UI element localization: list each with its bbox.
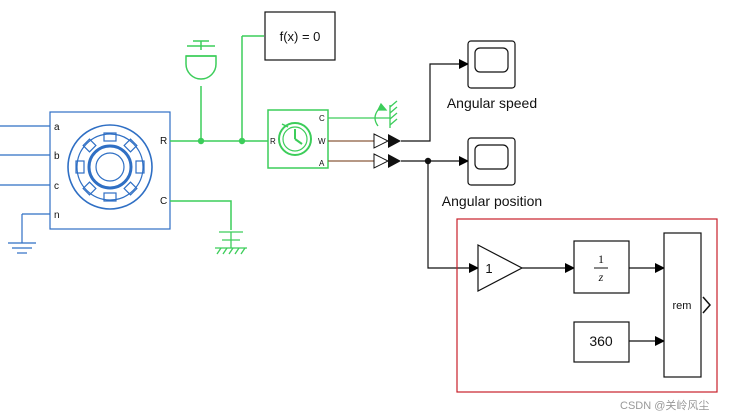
delay-denominator: z bbox=[598, 270, 604, 284]
rem-block[interactable]: rem bbox=[663, 232, 711, 378]
constant-block[interactable]: 360 bbox=[573, 321, 630, 363]
constant-value: 360 bbox=[589, 333, 613, 349]
scope-screen-icon bbox=[474, 144, 509, 170]
gain-block[interactable]: 1 bbox=[477, 244, 524, 292]
mechanical-connections bbox=[170, 35, 268, 230]
scope-label: Angular speed bbox=[447, 95, 537, 111]
sensor-port-a: A bbox=[319, 159, 325, 168]
watermark: CSDN @关岭风尘 bbox=[620, 398, 709, 412]
scope-angular-speed[interactable]: Angular speed bbox=[447, 40, 537, 111]
signal-junction-dot bbox=[424, 157, 432, 165]
junction-dot bbox=[197, 137, 205, 145]
delay-numerator: 1 bbox=[598, 252, 604, 266]
fcn-label: f(x) = 0 bbox=[280, 29, 321, 44]
motor-port-c-right: C bbox=[160, 196, 167, 207]
inertia-icon[interactable] bbox=[185, 40, 217, 80]
motor-port-r: R bbox=[160, 136, 167, 147]
highlight-box bbox=[456, 218, 718, 393]
sensor-reference-connection bbox=[328, 100, 398, 128]
ps-simulink-converter-a[interactable] bbox=[373, 153, 401, 169]
sensor-port-w: W bbox=[318, 137, 326, 146]
motor-icon bbox=[67, 124, 153, 210]
sensor-port-r: R bbox=[270, 137, 276, 146]
output-port-icon bbox=[702, 296, 711, 314]
signal-lines bbox=[401, 59, 665, 346]
rem-label: rem bbox=[673, 300, 692, 312]
motor-port-c: c bbox=[54, 181, 59, 192]
scope-angular-position[interactable]: Angular position bbox=[442, 137, 542, 209]
rotational-reference-icon bbox=[215, 231, 247, 255]
motor-port-a: a bbox=[54, 122, 60, 133]
ps-simulink-converter-w[interactable] bbox=[373, 133, 401, 149]
electrical-ground-icon bbox=[8, 214, 36, 254]
sensor-port-c: C bbox=[319, 114, 325, 123]
scope-label: Angular position bbox=[442, 193, 542, 209]
scope-screen-icon bbox=[474, 47, 509, 73]
clock-icon bbox=[278, 122, 312, 156]
motor-block[interactable]: a b c n R C bbox=[0, 111, 171, 230]
motor-port-b: b bbox=[54, 151, 60, 162]
motor-port-n: n bbox=[54, 210, 60, 221]
fcn-block[interactable]: f(x) = 0 bbox=[264, 11, 336, 61]
ideal-rotational-motion-sensor[interactable]: R C W A bbox=[267, 109, 329, 169]
unit-delay-block[interactable]: 1 z bbox=[573, 240, 630, 294]
gain-value: 1 bbox=[485, 261, 492, 276]
junction-dot bbox=[238, 137, 246, 145]
